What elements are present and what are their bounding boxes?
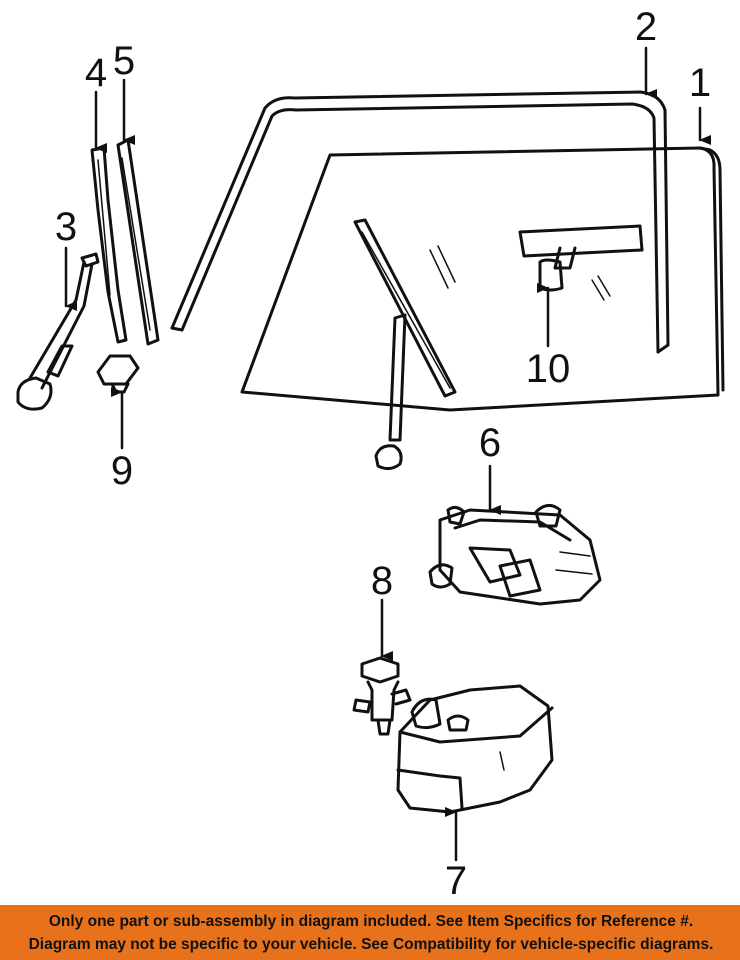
callout-1: 1 [689,61,711,105]
callout-3: 3 [55,205,77,249]
washer-nozzle [96,354,140,394]
windshield-molding [170,90,670,354]
callout-arrows [64,46,711,862]
callout-7: 7 [445,859,467,903]
wiper-arm-insert [90,146,128,344]
callout-4: 4 [85,51,107,95]
callout-8: 8 [371,559,393,603]
disclaimer-banner: Only one part or sub-assembly in diagram… [0,905,740,960]
windshield-glass [240,146,725,412]
callout-6: 6 [479,421,501,465]
disclaimer-line-1: Only one part or sub-assembly in diagram… [48,913,694,930]
rearview-mirror [518,224,644,292]
wiper-arm [16,252,100,411]
washer-reservoir [396,684,554,814]
callout-10: 10 [526,347,571,391]
wiper-on-glass [353,218,457,471]
callout-2: 2 [635,5,657,49]
parts-diagram: 1 2 3 4 5 6 7 8 9 10 [16,5,725,903]
callout-5: 5 [113,39,135,83]
disclaimer-line-2: Diagram may not be specific to your vehi… [28,936,714,953]
wiper-blade [116,138,160,346]
washer-pump [352,656,412,736]
callout-9: 9 [111,449,133,493]
wiper-motor [428,504,602,606]
